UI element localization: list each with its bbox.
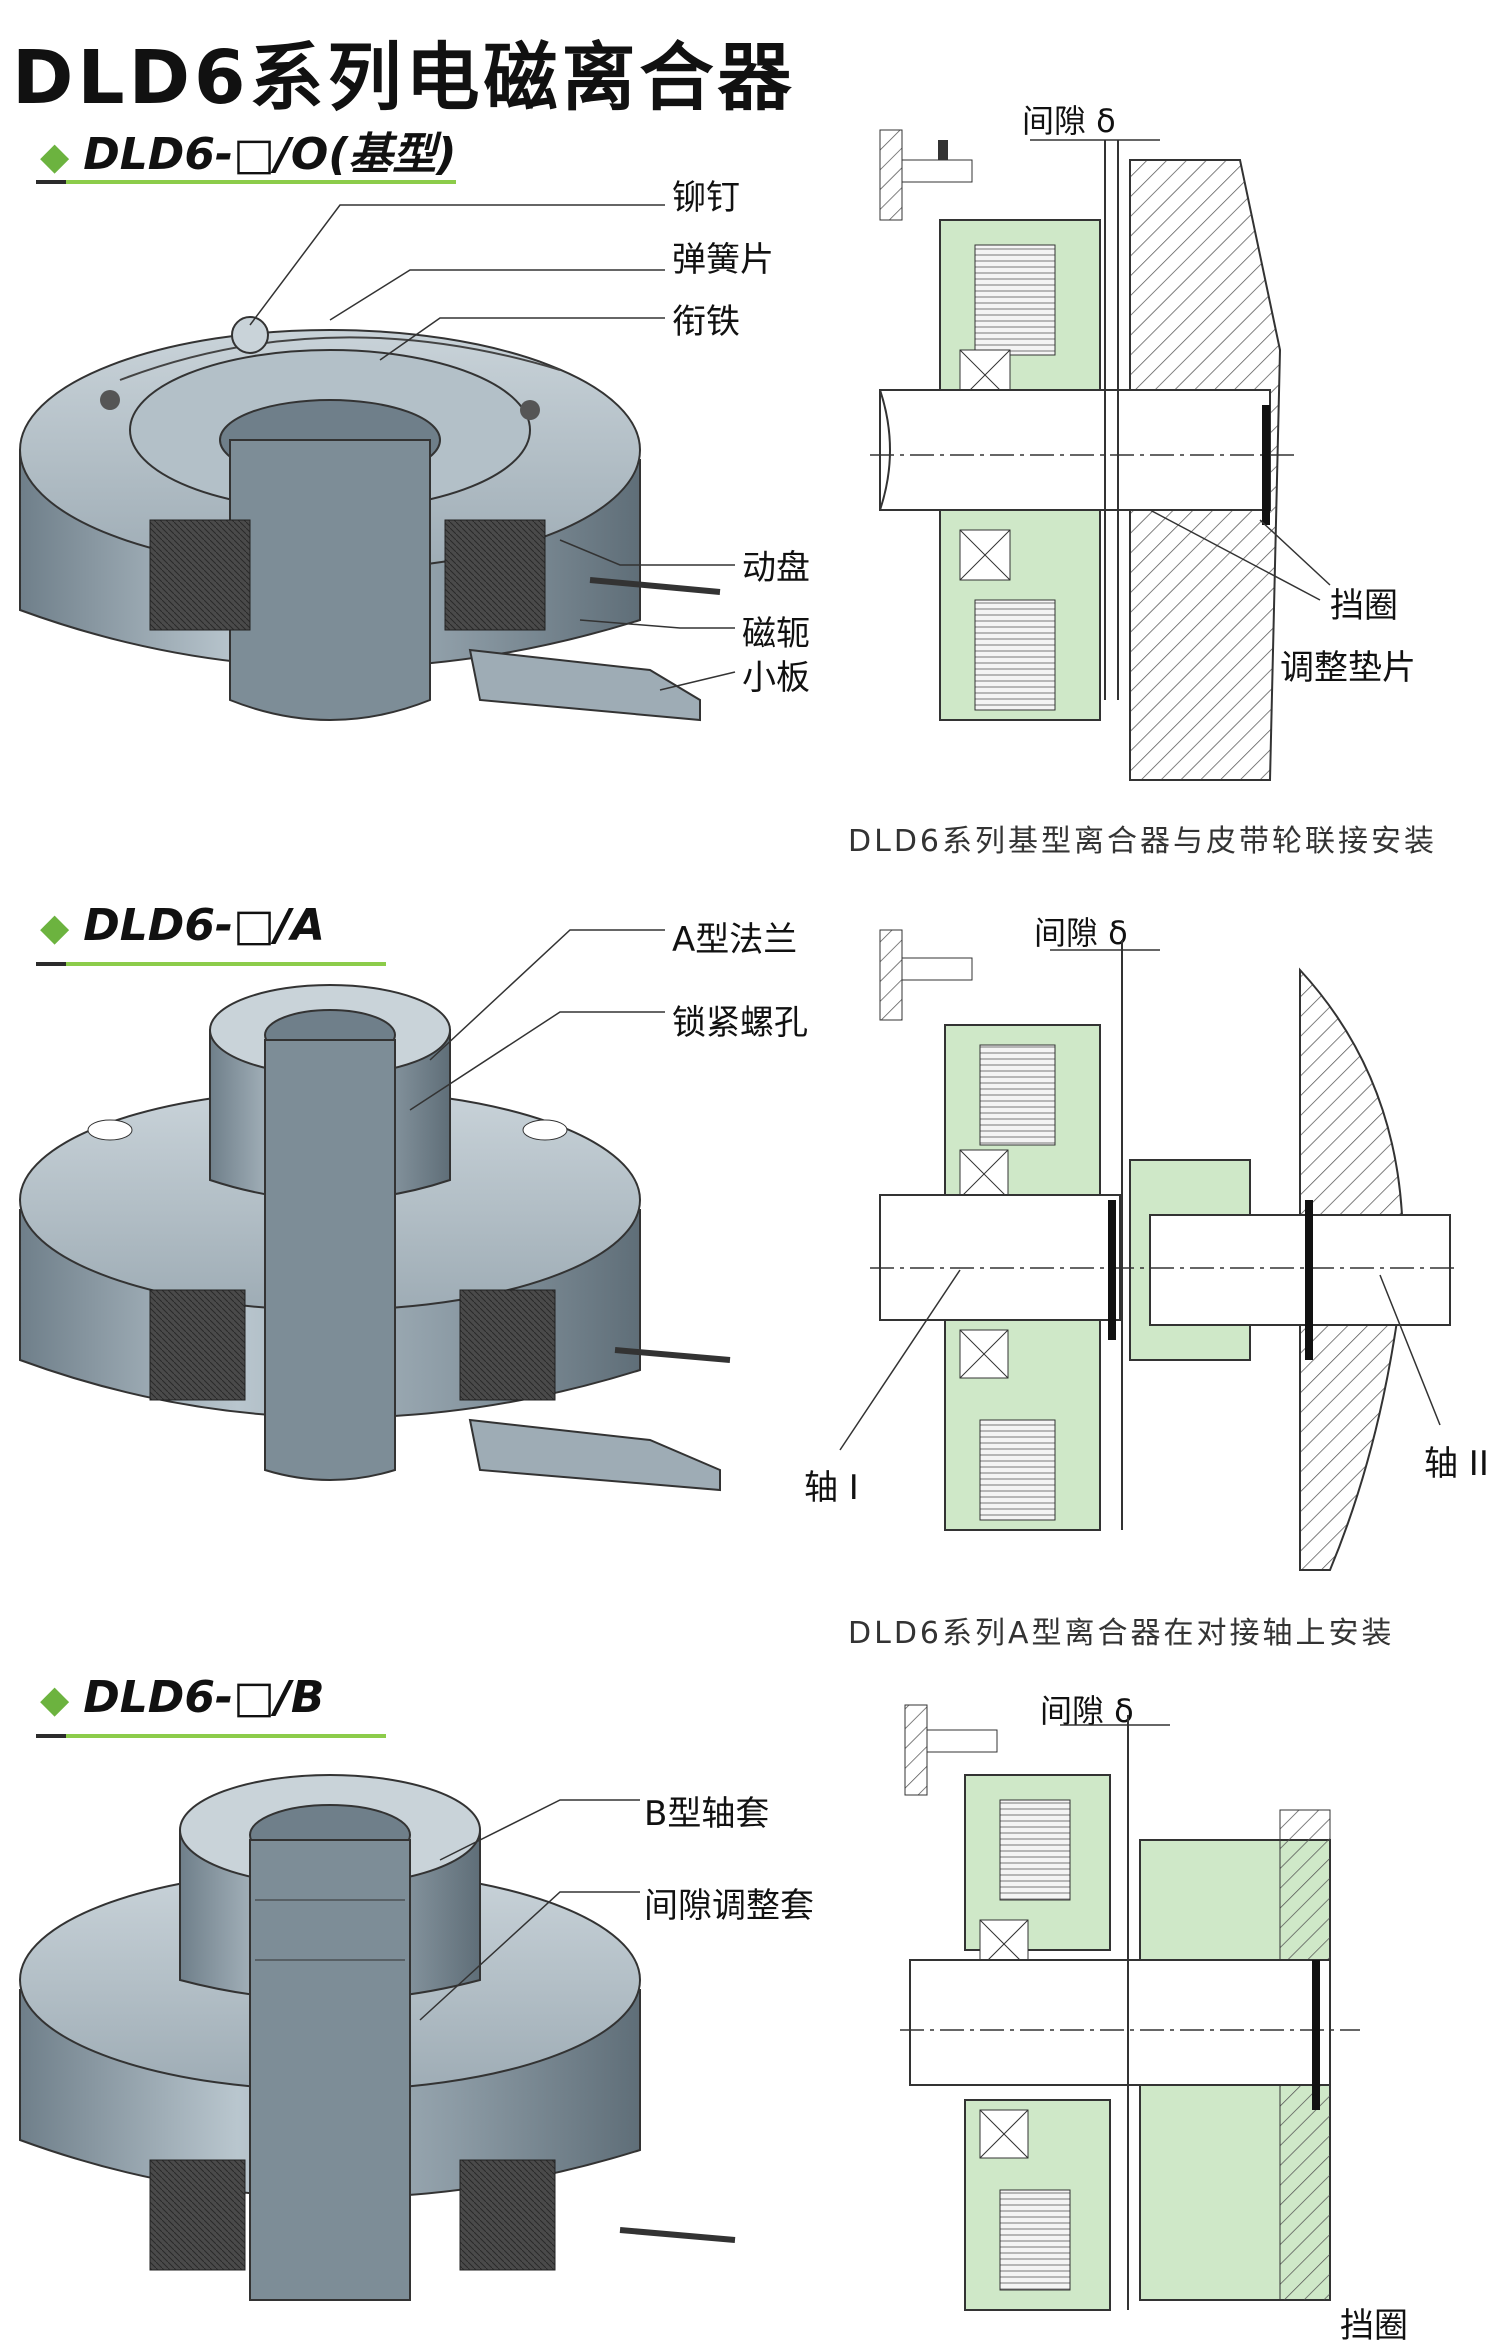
callout-moving-disc: 动盘 — [742, 548, 810, 588]
gap-label: 间隙 δ — [1034, 914, 1128, 952]
schematic-a-type — [839, 929, 1460, 1571]
diamond-bullet-icon: ◆ — [40, 1677, 70, 1721]
callout-armature: 衔铁 — [672, 302, 740, 342]
caption-a: DLD6系列A型离合器在对接轴上安装 — [848, 1616, 1395, 1651]
label-retaining-ring: 挡圈 — [1330, 586, 1398, 626]
schematic-base — [870, 129, 1331, 781]
clutch-3d-b-type — [19, 1774, 736, 2301]
callout-spring-plate: 弹簧片 — [672, 240, 774, 280]
clutch-3d-base — [19, 204, 736, 722]
callout-lock-screw-hole: 锁紧螺孔 — [672, 1003, 808, 1043]
caption-base: DLD6系列基型离合器与皮带轮联接安装 — [848, 824, 1438, 859]
page-title: DLD6系列电磁离合器 — [12, 35, 796, 121]
heading-underline — [36, 180, 456, 184]
section-heading-a: ◆DLD6-□/A — [40, 900, 325, 951]
gap-label: 间隙 δ — [1040, 1692, 1134, 1730]
label-shaft-1: 轴 I — [804, 1468, 859, 1508]
section-heading-base: ◆DLD6-□/O(基型) — [40, 129, 457, 180]
heading-underline — [36, 962, 386, 966]
label-shim: 调整垫片 — [1280, 648, 1416, 688]
callout-b-sleeve: B型轴套 — [644, 1794, 770, 1834]
label-shaft-2: 轴 II — [1424, 1444, 1489, 1484]
heading-underline — [36, 1734, 386, 1738]
diamond-bullet-icon: ◆ — [40, 134, 70, 178]
callout-yoke: 磁轭 — [742, 614, 810, 654]
callout-rivet: 铆钉 — [672, 178, 740, 218]
section-heading-b: ◆DLD6-□/B — [40, 1672, 325, 1723]
gap-label: 间隙 δ — [1022, 102, 1116, 140]
callout-small-plate: 小板 — [742, 658, 810, 698]
callout-a-flange: A型法兰 — [672, 920, 798, 960]
callout-gap-adjust-sleeve: 间隙调整套 — [644, 1886, 814, 1926]
diamond-bullet-icon: ◆ — [40, 905, 70, 949]
schematic-b-type — [900, 1704, 1360, 2311]
clutch-3d-a-type — [19, 929, 731, 1492]
